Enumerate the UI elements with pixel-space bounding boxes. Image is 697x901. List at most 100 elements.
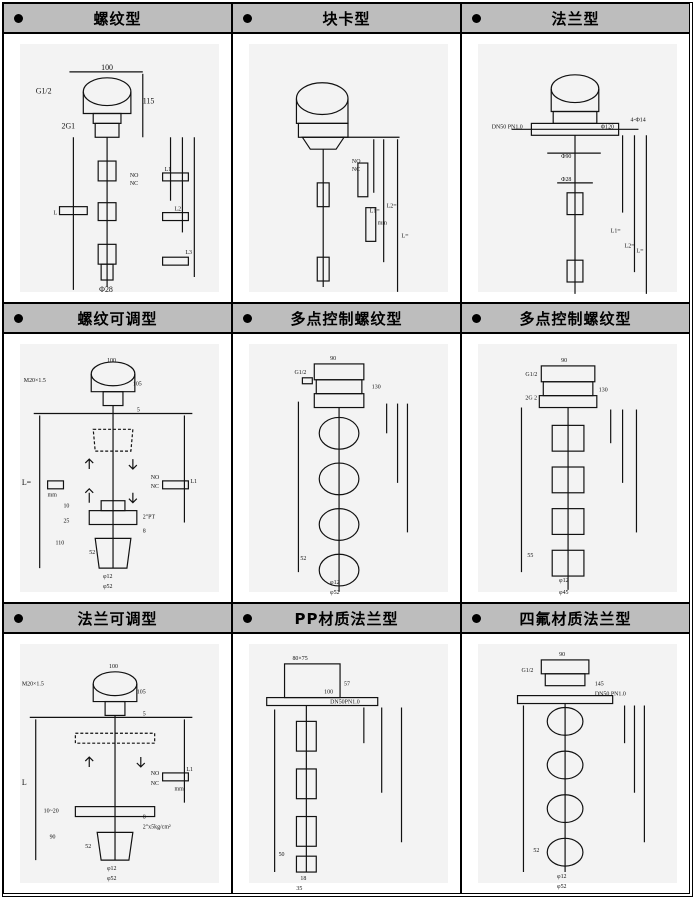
d52-label: φ52 [557, 884, 566, 890]
l3-label: L3 [185, 250, 192, 256]
panel-header-1: 螺纹型 [3, 3, 232, 33]
panel-header-5: 多点控制螺纹型 [232, 303, 461, 333]
drawing-area [478, 44, 677, 292]
dim-110: 110 [56, 540, 65, 546]
dim-52: 52 [300, 556, 306, 562]
panel-title: 多点控制螺纹型 [519, 309, 632, 328]
panel-diagram-4: M20×1.5 100 105 5 L= mm NO NC L1 10 25 2… [3, 333, 232, 603]
box-label: 80×75 [292, 656, 307, 662]
panel-diagram-5: G1/2 90 130 52 φ12 φ52 [232, 333, 461, 603]
diameter-label: Φ28 [99, 285, 113, 294]
dim-52: 52 [85, 844, 91, 850]
dim-8: 8 [143, 528, 146, 534]
dim-25: 25 [63, 519, 69, 525]
pp-flange-drawing: 80×75 57 100 DN50PN1.0 50 18 35 [266, 656, 403, 892]
dim-35: 35 [296, 886, 302, 892]
l-label: L [54, 211, 58, 217]
threaded-adjustable-drawing: M20×1.5 100 105 5 L= mm NO NC L1 10 25 2… [22, 358, 197, 590]
flange-label: DN50 PN1.0 [595, 692, 626, 698]
nc-label: NC [352, 167, 360, 173]
d28-label: Φ28 [561, 177, 571, 183]
panel-diagram-2: NO NC L1= L2= L= mm [232, 33, 461, 303]
l2-label: L2= [625, 243, 636, 249]
bullet-icon [472, 613, 481, 623]
nc-label: NC [151, 781, 159, 787]
panel-diagram-1: 100 G1/2 115 2G1 NO NC L1 L2 L3 L Φ28 [3, 33, 232, 303]
dim-height: 105 [137, 690, 146, 696]
flange-switch-drawing: DN50 PN1.0 Φ120 4-Φ14 Φ90 Φ28 L1= L2= L= [492, 74, 647, 294]
panel-diagram-3: DN50 PN1.0 Φ120 4-Φ14 Φ90 Φ28 L1= L2= L= [461, 33, 690, 303]
panel-diagram-7: M20×1.5 100 105 5 L NO NC L1 mm 10~20 2"… [3, 633, 232, 894]
panel-header-2: 块卡型 [232, 3, 461, 33]
l1-label: L1= [611, 228, 622, 234]
drawing-area [20, 44, 219, 292]
flange-label: DN50 PN1.0 [492, 124, 523, 130]
l-label: L= [402, 233, 410, 239]
l-label: L [22, 778, 27, 787]
panel-title: 块卡型 [322, 9, 371, 28]
dim-10: 10 [63, 504, 69, 510]
no-label: NO [352, 159, 361, 165]
bullet-icon [243, 613, 252, 623]
drawing-area [249, 44, 448, 292]
dim-52: 52 [89, 550, 95, 556]
multipoint-threaded-drawing-b: G1/2 90 130 2G 2 55 φ12 φ45 [520, 358, 638, 596]
dim-100: 100 [324, 690, 333, 696]
panel-diagram-9: G1/2 90 145 DN50 PN1.0 52 φ12 φ52 [461, 633, 690, 894]
dim-18: 18 [300, 876, 306, 882]
l1-label: L1 [190, 479, 197, 485]
panel-header-4: 螺纹可调型 [3, 303, 232, 333]
ptfe-flange-drawing: G1/2 90 145 DN50 PN1.0 52 φ12 φ52 [516, 652, 645, 890]
panel-title: 多点控制螺纹型 [290, 309, 403, 328]
panel-title: 法兰可调型 [77, 609, 158, 628]
bullet-icon [243, 313, 252, 323]
flange-label: DN50PN1.0 [330, 700, 360, 706]
d45-label: φ45 [559, 590, 568, 596]
bullet-icon [243, 13, 252, 23]
mm-label: mm [378, 221, 388, 227]
clamp-switch-drawing: NO NC L1= L2= L= mm [295, 82, 410, 292]
l-label: L= [22, 478, 32, 487]
panel-header-7: 法兰可调型 [3, 603, 232, 633]
dim-5: 5 [143, 711, 146, 717]
d12-label: φ12 [330, 580, 339, 586]
dim-50: 50 [279, 852, 285, 858]
panel-title: 螺纹可调型 [77, 309, 158, 328]
bullet-icon [14, 13, 23, 23]
panel-diagram-8: 80×75 57 100 DN50PN1.0 50 18 35 [232, 633, 461, 894]
panel-header-9: 四氟材质法兰型 [461, 603, 690, 633]
d12-label: φ12 [107, 866, 116, 872]
panel-header-6: 多点控制螺纹型 [461, 303, 690, 333]
nc-label: NC [151, 484, 159, 490]
thread-label: M20×1.5 [22, 682, 44, 688]
flange-adjustable-drawing: M20×1.5 100 105 5 L NO NC L1 mm 10~20 2"… [22, 664, 193, 882]
no-label: NO [130, 173, 139, 179]
dim-8: 8 [143, 815, 146, 821]
range-label: 10~20 [44, 809, 59, 815]
drawing-area [249, 644, 448, 883]
mount-label: 2G1 [61, 121, 75, 130]
dim-height: 130 [372, 385, 381, 391]
d90-label: Φ90 [561, 154, 571, 160]
drawing-area [249, 344, 448, 592]
dim-width: 100 [109, 664, 118, 670]
d12-label: φ12 [557, 874, 566, 880]
mount-label: 2G 2 [525, 396, 537, 402]
dim-width: 100 [101, 63, 113, 72]
dim-5: 5 [137, 407, 140, 413]
dim-90: 90 [50, 834, 56, 840]
d52-label: φ52 [330, 590, 339, 596]
nc-label: NC [130, 181, 138, 187]
dim-width: 90 [559, 652, 565, 658]
l-label: L= [636, 248, 644, 254]
mm-label: mm [174, 787, 184, 793]
bullet-icon [14, 613, 23, 623]
thread-label: G1/2 [521, 668, 533, 674]
bullet-icon [472, 13, 481, 23]
panel-header-3: 法兰型 [461, 3, 690, 33]
bullet-icon [472, 313, 481, 323]
panel-title: 螺纹型 [93, 9, 142, 28]
panel-diagram-6: G1/2 90 130 2G 2 55 φ12 φ45 [461, 333, 690, 603]
dim-52: 52 [533, 848, 539, 854]
